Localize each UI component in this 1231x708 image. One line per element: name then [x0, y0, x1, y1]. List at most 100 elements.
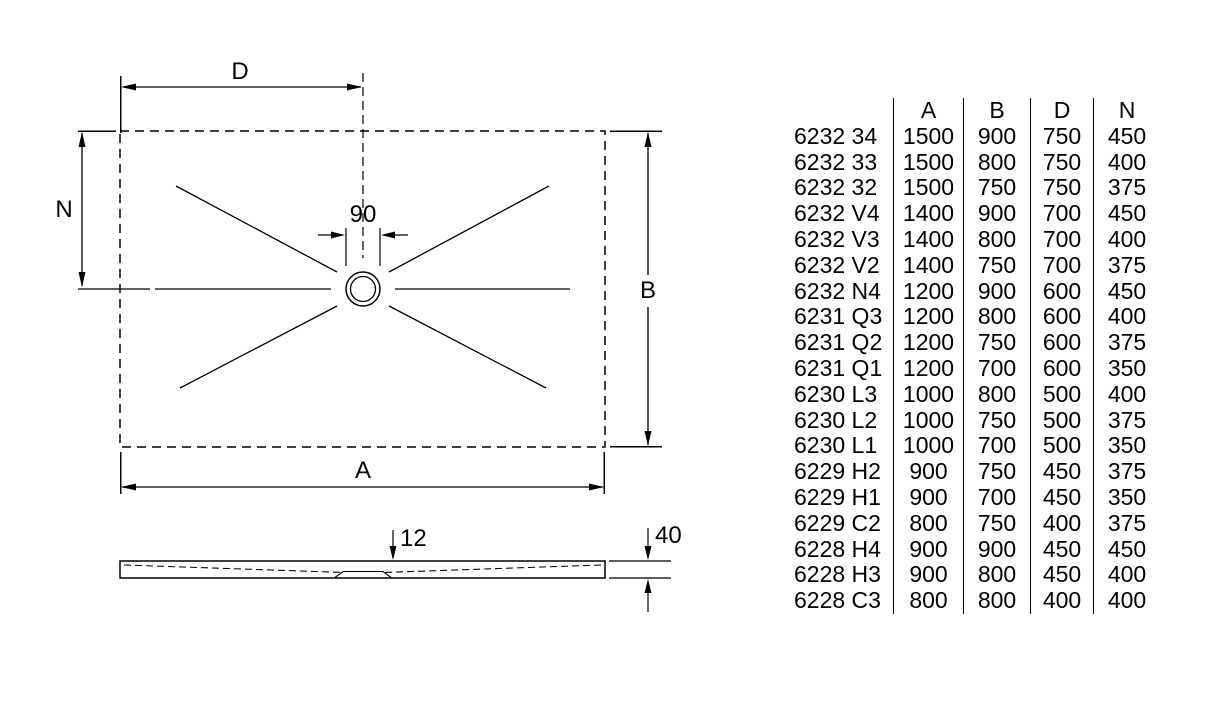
value-cell: 1500	[893, 175, 963, 202]
value-cell: 350	[1093, 484, 1160, 511]
dimension-d	[120, 76, 362, 133]
model-cell: 6231 Q3	[794, 304, 883, 330]
value-cell: 400	[1093, 562, 1160, 589]
value-cell: 600	[1030, 330, 1093, 356]
value-cell: 1200	[893, 304, 963, 331]
value-cell: 450	[1093, 536, 1160, 563]
value-cell: 600	[1030, 278, 1093, 305]
value-cell: 700	[963, 433, 1030, 460]
value-cell: 1400	[893, 201, 963, 227]
value-cell: 1200	[893, 278, 963, 305]
column-header: A	[893, 98, 963, 124]
value-cell: 750	[963, 510, 1030, 537]
value-cell: 900	[963, 536, 1030, 563]
technical-drawing: D N B A 90 12 40	[55, 58, 682, 612]
value-cell: 750	[963, 175, 1030, 202]
value-cell: 450	[1030, 536, 1093, 563]
value-cell: 800	[893, 588, 963, 614]
drain-diameter-label: 90	[350, 201, 377, 228]
value-cell: 375	[1093, 252, 1160, 279]
value-cell: 1400	[893, 252, 963, 279]
drain-inner-circle	[349, 275, 377, 303]
model-cell: 6230 L1	[794, 433, 878, 459]
dimension-n	[78, 130, 150, 290]
dimension-12	[389, 530, 397, 560]
value-cell: 600	[1030, 355, 1093, 382]
value-cell: 350	[1093, 433, 1160, 460]
model-cell: 6229 H2	[794, 459, 881, 485]
value-cell: 800	[963, 304, 1030, 331]
value-cell: 500	[1030, 433, 1093, 460]
value-cell: 350	[1093, 355, 1160, 382]
dimension-b	[610, 130, 662, 448]
value-cell: 700	[963, 355, 1030, 382]
column-header: D	[1030, 98, 1093, 124]
model-cell: 6232 V4	[794, 201, 880, 227]
side-view-slope	[123, 564, 602, 578]
dimension-a	[120, 452, 605, 494]
height-label: 40	[655, 522, 682, 549]
value-cell: 1500	[893, 123, 963, 150]
value-cell: 800	[893, 510, 963, 537]
model-cell: 6232 34	[794, 123, 878, 149]
slope-lines	[155, 185, 570, 389]
value-cell: 800	[963, 381, 1030, 408]
dim-n-label: N	[55, 196, 72, 223]
value-cell: 375	[1093, 407, 1160, 434]
value-cell: 450	[1093, 201, 1160, 227]
model-cell: 6230 L3	[794, 381, 878, 407]
model-cell: 6228 C3	[794, 588, 881, 614]
value-cell: 600	[1030, 304, 1093, 331]
value-cell: 800	[963, 588, 1030, 614]
value-cell: 1400	[893, 226, 963, 253]
model-cell: 6228 H3	[794, 562, 881, 588]
value-cell: 800	[963, 562, 1030, 589]
value-cell: 1000	[893, 381, 963, 408]
value-cell: 900	[963, 201, 1030, 227]
value-cell: 1200	[893, 355, 963, 382]
value-cell: 700	[963, 484, 1030, 511]
model-cell: 6232 32	[794, 175, 878, 201]
value-cell: 375	[1093, 510, 1160, 537]
model-cell: 6230 L2	[794, 407, 878, 433]
value-cell: 1000	[893, 407, 963, 434]
model-cell: 6229 H1	[794, 484, 881, 510]
value-cell: 400	[1030, 588, 1093, 614]
value-cell: 375	[1093, 459, 1160, 485]
value-cell: 750	[963, 459, 1030, 485]
value-cell: 500	[1030, 381, 1093, 408]
value-cell: 750	[1030, 175, 1093, 202]
model-cell: 6232 V3	[794, 226, 880, 252]
value-cell: 400	[1093, 149, 1160, 176]
value-cell: 450	[1093, 278, 1160, 305]
value-cell: 400	[1093, 226, 1160, 253]
model-cell: 6232 33	[794, 149, 878, 175]
model-cell: 6231 Q1	[794, 355, 883, 381]
value-cell: 900	[893, 484, 963, 511]
dim-d-label: D	[231, 58, 248, 85]
depth-label: 12	[400, 525, 427, 552]
dimension-40	[609, 528, 671, 612]
value-cell: 750	[963, 407, 1030, 434]
model-cell: 6232 V2	[794, 252, 880, 278]
value-cell: 400	[1093, 381, 1160, 408]
model-cell: 6231 Q2	[794, 330, 883, 356]
value-cell: 750	[1030, 123, 1093, 150]
value-cell: 900	[963, 123, 1030, 150]
column-header: B	[963, 98, 1030, 124]
model-cell: 6232 N4	[794, 278, 881, 304]
value-cell: 450	[1030, 484, 1093, 511]
value-cell: 700	[1030, 252, 1093, 279]
value-cell: 375	[1093, 175, 1160, 202]
value-cell: 450	[1030, 459, 1093, 485]
value-cell: 450	[1093, 123, 1160, 150]
value-cell: 700	[1030, 226, 1093, 253]
value-cell: 800	[963, 226, 1030, 253]
value-cell: 1000	[893, 433, 963, 460]
value-cell: 1200	[893, 330, 963, 356]
value-cell: 750	[963, 252, 1030, 279]
value-cell: 500	[1030, 407, 1093, 434]
value-cell: 900	[893, 536, 963, 563]
